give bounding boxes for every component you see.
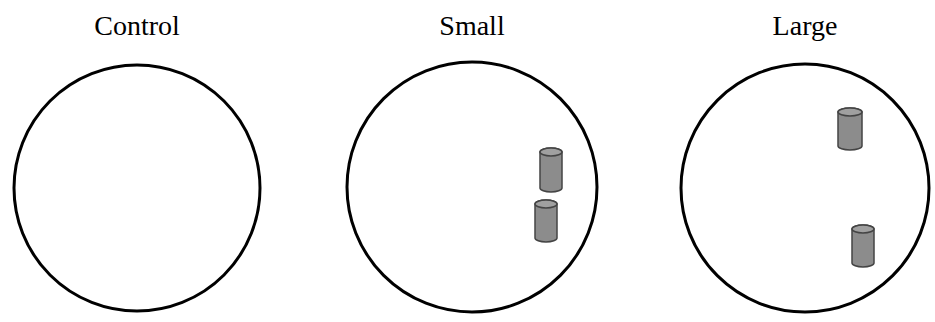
group-heading: Control [11, 0, 263, 42]
circle-border [347, 62, 597, 312]
cylinder-object [535, 200, 557, 242]
group-heading: Small [344, 0, 600, 42]
circle-outline [678, 0, 932, 320]
cylinder-object [540, 148, 562, 192]
circle-border [681, 64, 929, 312]
circle-outline [11, 0, 263, 320]
group-circle: Control [11, 0, 263, 320]
group-circle: Small [344, 0, 600, 320]
group-heading: Large [678, 0, 932, 42]
group-circle: Large [678, 0, 932, 320]
circle-outline [344, 0, 600, 320]
cylinder-object [852, 225, 874, 267]
cylinder-object [838, 108, 862, 150]
circle-border [14, 65, 260, 311]
